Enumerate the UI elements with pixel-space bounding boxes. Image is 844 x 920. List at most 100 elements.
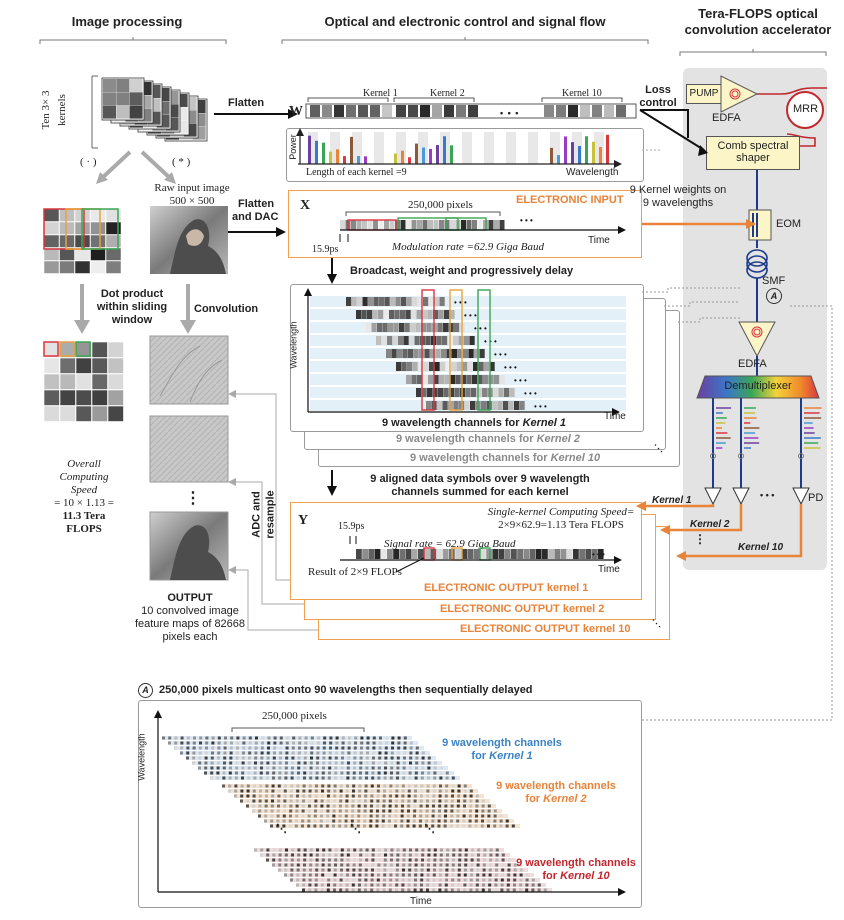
bottom-k1-1: 9 wavelength channels bbox=[442, 737, 562, 749]
channel-pixel bbox=[474, 349, 480, 358]
bottom-pixel bbox=[315, 863, 319, 867]
bottom-pixel bbox=[432, 784, 436, 788]
bottom-pixel bbox=[241, 771, 245, 775]
result-flops: Result of 2×9 FLOPs bbox=[308, 566, 402, 578]
bottom-pixel bbox=[409, 751, 413, 755]
bottom-pixel bbox=[420, 784, 424, 788]
bottom-pixel bbox=[394, 804, 398, 808]
weight-cell bbox=[346, 105, 356, 117]
bottom-pixel bbox=[205, 746, 208, 750]
bottom-pixel bbox=[445, 863, 449, 867]
bottom-pixel bbox=[235, 766, 239, 770]
bottom-pixel bbox=[328, 848, 332, 852]
bottom-pixel bbox=[310, 751, 314, 755]
bottom-pixel bbox=[292, 741, 295, 745]
bottom-pixel bbox=[446, 848, 450, 852]
bottom-pixel bbox=[451, 863, 455, 867]
bottom-pixel bbox=[272, 771, 276, 775]
bottom-pixel bbox=[463, 883, 467, 887]
bottom-pixel bbox=[427, 776, 430, 780]
bottom-pixel bbox=[359, 751, 363, 755]
channel-pixel bbox=[377, 323, 383, 332]
bottom-pixel bbox=[364, 784, 368, 788]
w-symbol: W bbox=[289, 104, 303, 119]
bottom-pixel bbox=[168, 736, 172, 740]
channel-pixel bbox=[410, 323, 416, 332]
bottom-pixel bbox=[353, 761, 357, 765]
bottom-pixel bbox=[395, 868, 399, 872]
bottom-pixel bbox=[433, 761, 437, 765]
bottom-pixel bbox=[371, 868, 374, 872]
bottom-pixel bbox=[271, 794, 275, 798]
bottom-pixel bbox=[310, 756, 313, 760]
bottom-pixel bbox=[378, 741, 382, 745]
channel-pixel bbox=[442, 336, 448, 345]
bottom-pixel bbox=[456, 809, 460, 813]
bottom-pixel bbox=[421, 751, 425, 755]
bottom-pixel bbox=[414, 784, 418, 788]
bottom-pixel bbox=[409, 756, 413, 760]
channel-pixel bbox=[503, 401, 509, 410]
channel-pixel bbox=[442, 401, 448, 410]
channel-pixel bbox=[373, 297, 379, 306]
bottom-pixel bbox=[309, 771, 313, 775]
bottom-pixel bbox=[296, 883, 299, 887]
bottom-pixel bbox=[364, 873, 368, 877]
bottom-pixel bbox=[488, 888, 491, 892]
bottom-pixel bbox=[314, 804, 318, 808]
input-pixel bbox=[494, 220, 499, 230]
bottom-pixel bbox=[310, 741, 314, 745]
bottom-pixel bbox=[457, 873, 461, 877]
channel-pixel bbox=[371, 323, 377, 332]
bottom-pixel bbox=[401, 883, 405, 887]
bottom-pixel bbox=[240, 789, 244, 793]
bottom-pixel bbox=[345, 789, 349, 793]
bottom-pixel bbox=[413, 799, 417, 803]
bottom-pixel bbox=[377, 853, 381, 857]
bottom-pixel bbox=[384, 848, 388, 852]
bottom-pixel bbox=[284, 766, 288, 770]
bottom-pixel bbox=[278, 858, 282, 862]
bottom-pixel bbox=[396, 776, 399, 780]
channel-pixel bbox=[448, 323, 454, 332]
convolution-label: Convolution bbox=[194, 303, 259, 315]
output-symbol bbox=[529, 549, 536, 559]
bottom-pixel bbox=[476, 868, 480, 872]
bottom-pixel bbox=[408, 863, 412, 867]
bottom-pixel bbox=[290, 863, 294, 867]
bottom-pixel bbox=[382, 804, 386, 808]
bottom-pixel bbox=[273, 751, 276, 755]
bottom-pixel bbox=[482, 883, 485, 887]
bottom-pixel bbox=[463, 804, 466, 808]
output-symbol bbox=[548, 549, 554, 559]
bottom-pixel bbox=[345, 804, 349, 808]
spectrum-line bbox=[585, 136, 588, 164]
channel-pixel bbox=[451, 362, 457, 371]
channel-pixel bbox=[386, 349, 392, 358]
bottom-pixel bbox=[400, 814, 404, 818]
channel-pixel bbox=[449, 388, 455, 397]
bottom-pixel bbox=[427, 766, 431, 770]
bottom-pixel bbox=[210, 771, 214, 775]
bottom-pixel bbox=[469, 809, 472, 813]
spectrum-line bbox=[422, 147, 425, 164]
bottom-pixel bbox=[335, 736, 339, 740]
bottom-pixel bbox=[439, 868, 443, 872]
spectrum-line bbox=[557, 155, 560, 164]
bottom-pixel bbox=[340, 858, 344, 862]
channel-pixel bbox=[397, 349, 403, 358]
bottom-pixel bbox=[174, 741, 178, 745]
bottom-pixel bbox=[205, 741, 209, 745]
bottom-pixel bbox=[477, 848, 481, 852]
bottom-pixel bbox=[427, 858, 431, 862]
bottom-pixel bbox=[391, 736, 395, 740]
bottom-pixel bbox=[205, 736, 209, 740]
bottom-k1-2: for Kernel 1 bbox=[471, 750, 533, 762]
bottom-pixel bbox=[390, 751, 394, 755]
bottom-pixel bbox=[258, 799, 262, 803]
bottom-pixel bbox=[298, 741, 302, 745]
bottom-pixel bbox=[252, 799, 256, 803]
bottom-pixel bbox=[489, 853, 493, 857]
bottom-pixel bbox=[228, 771, 232, 775]
bottom-pixel bbox=[234, 784, 238, 788]
